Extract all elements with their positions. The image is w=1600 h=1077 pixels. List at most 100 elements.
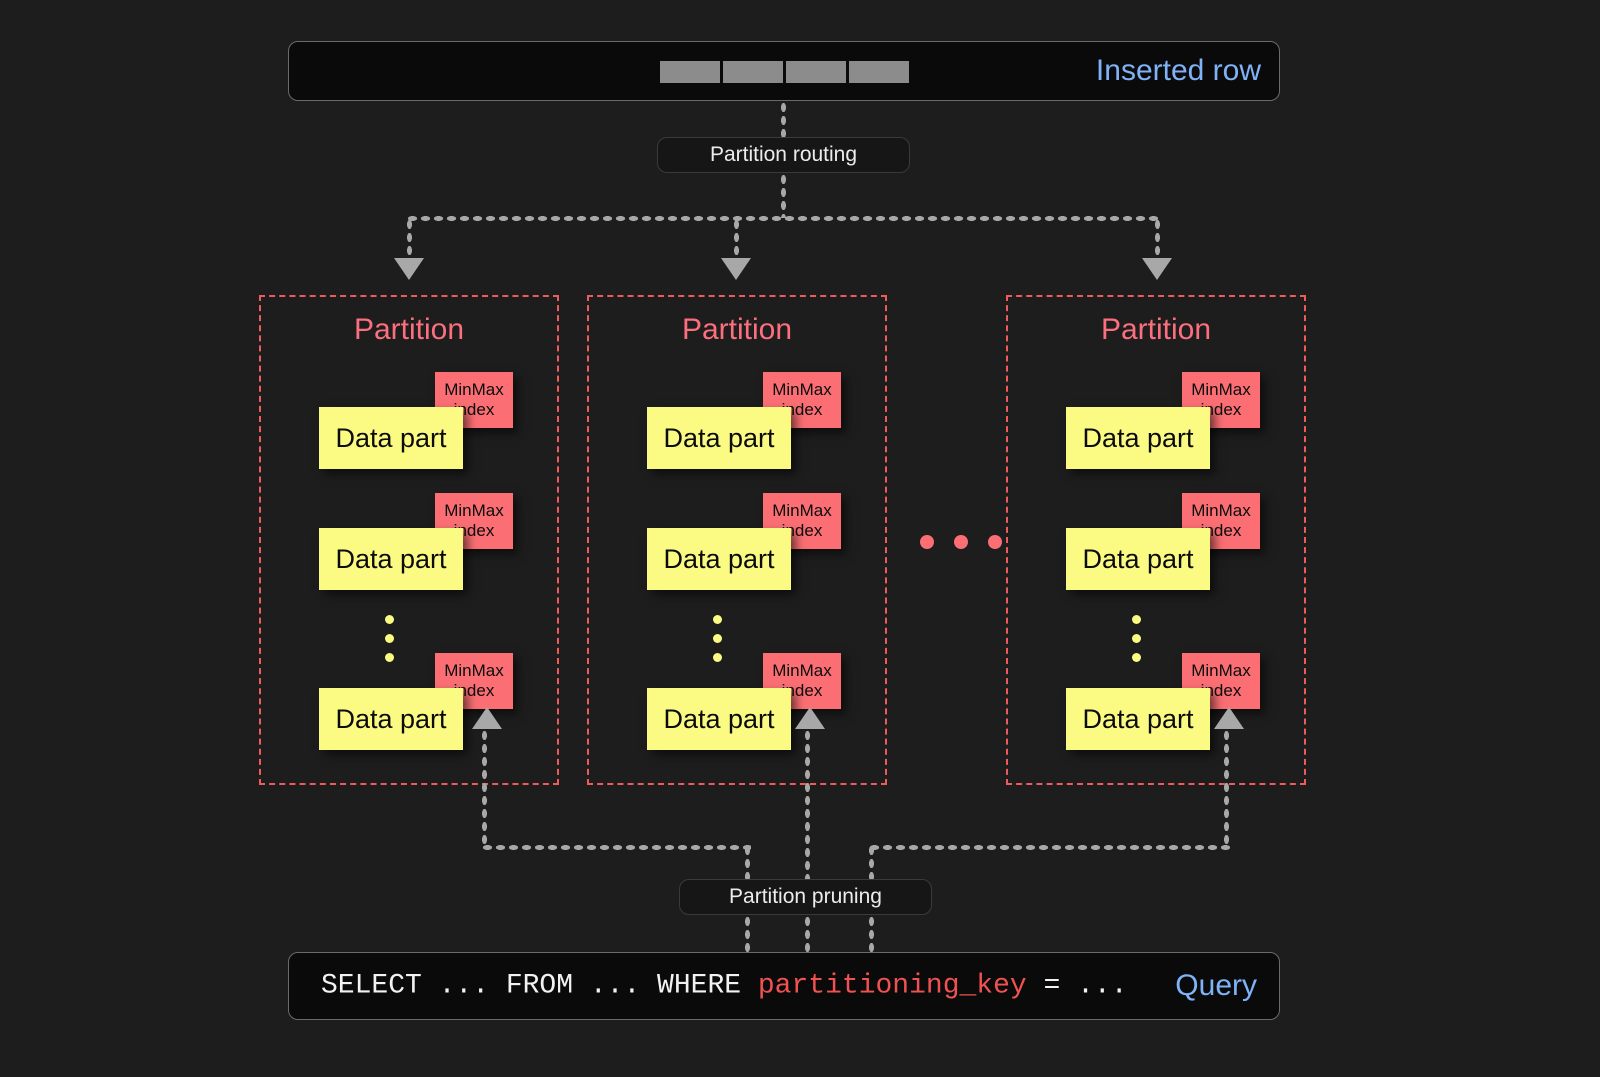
row-cell	[723, 61, 783, 83]
ellipsis-dot	[954, 535, 968, 549]
ellipsis-dot	[713, 634, 722, 643]
minmax-line-1: MinMax	[444, 379, 504, 399]
ellipsis-dot	[713, 653, 722, 662]
partition-3: Partition MinMax index Data part MinMax …	[1006, 295, 1306, 785]
data-part-box: Data part	[647, 407, 791, 469]
pruning-arrow-3	[1214, 707, 1244, 729]
minmax-line-1: MinMax	[1191, 660, 1251, 680]
partition-2-title: Partition	[681, 313, 793, 346]
data-part-box: Data part	[647, 528, 791, 590]
minmax-line-2: index	[781, 681, 823, 700]
partition-1-part-1: MinMax index Data part	[319, 372, 519, 472]
routing-branch-1	[406, 218, 413, 260]
data-part-box: Data part	[1066, 688, 1210, 750]
partition-routing-box[interactable]: Partition routing	[657, 137, 910, 173]
ellipsis-dot	[1132, 653, 1141, 662]
minmax-line-1: MinMax	[444, 500, 504, 520]
data-part-box: Data part	[1066, 528, 1210, 590]
ellipsis-dot	[920, 535, 934, 549]
ellipsis-dot	[1132, 634, 1141, 643]
minmax-line-2: index	[453, 681, 495, 700]
minmax-line-2: index	[781, 400, 823, 419]
minmax-index-box: MinMax index	[763, 372, 841, 428]
partition-2-part-1: MinMax index Data part	[647, 372, 847, 472]
minmax-line-1: MinMax	[1191, 379, 1251, 399]
inserted-row-bar: Inserted row	[288, 41, 1280, 101]
inserted-row-cells	[660, 61, 909, 83]
minmax-line-1: MinMax	[444, 660, 504, 680]
minmax-index-box: MinMax index	[1182, 493, 1260, 549]
row-cell	[849, 61, 909, 83]
data-part-box: Data part	[647, 688, 791, 750]
pruning-line-2	[804, 729, 811, 879]
pruning-arrow-2	[795, 707, 825, 729]
data-part-box: Data part	[1066, 407, 1210, 469]
partition-2-vertical-ellipsis	[713, 615, 722, 662]
pruning-line-left-down	[744, 844, 751, 880]
ellipsis-dot	[1132, 615, 1141, 624]
partition-2: Partition MinMax index Data part MinMax …	[587, 295, 887, 785]
minmax-line-2: index	[453, 400, 495, 419]
partition-routing-label: Partition routing	[709, 143, 858, 166]
routing-arrow-3	[1142, 258, 1172, 280]
routing-line-horizontal	[406, 215, 1161, 222]
partition-pruning-label: Partition pruning	[729, 885, 882, 908]
pruning-line-3	[1223, 729, 1230, 847]
minmax-line-1: MinMax	[1191, 500, 1251, 520]
pruning-to-query-1	[744, 915, 751, 953]
partition-pruning-box[interactable]: Partition pruning	[679, 879, 932, 915]
ellipsis-dot	[988, 535, 1002, 549]
pruning-line-horizontal-left	[481, 844, 751, 851]
sql-partitioning-key: partitioning_key	[757, 970, 1027, 1002]
partition-3-vertical-ellipsis	[1132, 615, 1141, 662]
partition-3-part-3: MinMax index Data part	[1066, 653, 1266, 753]
partitions-horizontal-ellipsis	[920, 535, 1002, 549]
minmax-line-2: index	[1200, 400, 1242, 419]
sql-suffix: = ...	[1026, 970, 1128, 1002]
pruning-line-right-down	[868, 844, 875, 880]
partition-2-part-2: MinMax index Data part	[647, 493, 847, 593]
partition-1: Partition MinMax index Data part MinMax …	[259, 295, 559, 785]
query-sql-text: SELECT ... FROM ... WHERE partitioning_k…	[321, 971, 1128, 1002]
minmax-line-2: index	[781, 521, 823, 540]
routing-arrow-1	[394, 258, 424, 280]
routing-line-mid	[780, 173, 787, 218]
minmax-index-box: MinMax index	[435, 493, 513, 549]
partition-3-title: Partition	[1100, 313, 1212, 346]
query-label: Query	[1175, 969, 1257, 1002]
ellipsis-dot	[385, 653, 394, 662]
pruning-line-horizontal-right	[868, 844, 1230, 851]
partition-2-part-3: MinMax index Data part	[647, 653, 847, 753]
data-part-box: Data part	[319, 407, 463, 469]
pruning-line-1	[481, 729, 488, 847]
partition-3-part-1: MinMax index Data part	[1066, 372, 1266, 472]
ellipsis-dot	[385, 634, 394, 643]
ellipsis-dot	[385, 615, 394, 624]
data-part-box: Data part	[319, 528, 463, 590]
pruning-arrow-1	[472, 707, 502, 729]
query-bar: SELECT ... FROM ... WHERE partitioning_k…	[288, 952, 1280, 1020]
ellipsis-dot	[713, 615, 722, 624]
partition-1-vertical-ellipsis	[385, 615, 394, 662]
routing-arrow-2	[721, 258, 751, 280]
minmax-line-1: MinMax	[772, 379, 832, 399]
pruning-to-query-2	[804, 915, 811, 953]
partition-1-part-3: MinMax index Data part	[319, 653, 519, 753]
pruning-to-query-3	[868, 915, 875, 953]
minmax-line-1: MinMax	[772, 500, 832, 520]
sql-prefix: SELECT ... FROM ... WHERE	[321, 970, 758, 1002]
data-part-box: Data part	[319, 688, 463, 750]
partition-1-title: Partition	[353, 313, 465, 346]
row-cell	[660, 61, 720, 83]
partition-3-part-2: MinMax index Data part	[1066, 493, 1266, 593]
routing-branch-2	[733, 218, 740, 260]
minmax-line-1: MinMax	[772, 660, 832, 680]
minmax-line-2: index	[1200, 681, 1242, 700]
minmax-line-2: index	[1200, 521, 1242, 540]
minmax-line-2: index	[453, 521, 495, 540]
row-cell	[786, 61, 846, 83]
routing-branch-3	[1154, 218, 1161, 260]
routing-line-top	[780, 101, 787, 139]
inserted-row-label: Inserted row	[1095, 54, 1261, 87]
